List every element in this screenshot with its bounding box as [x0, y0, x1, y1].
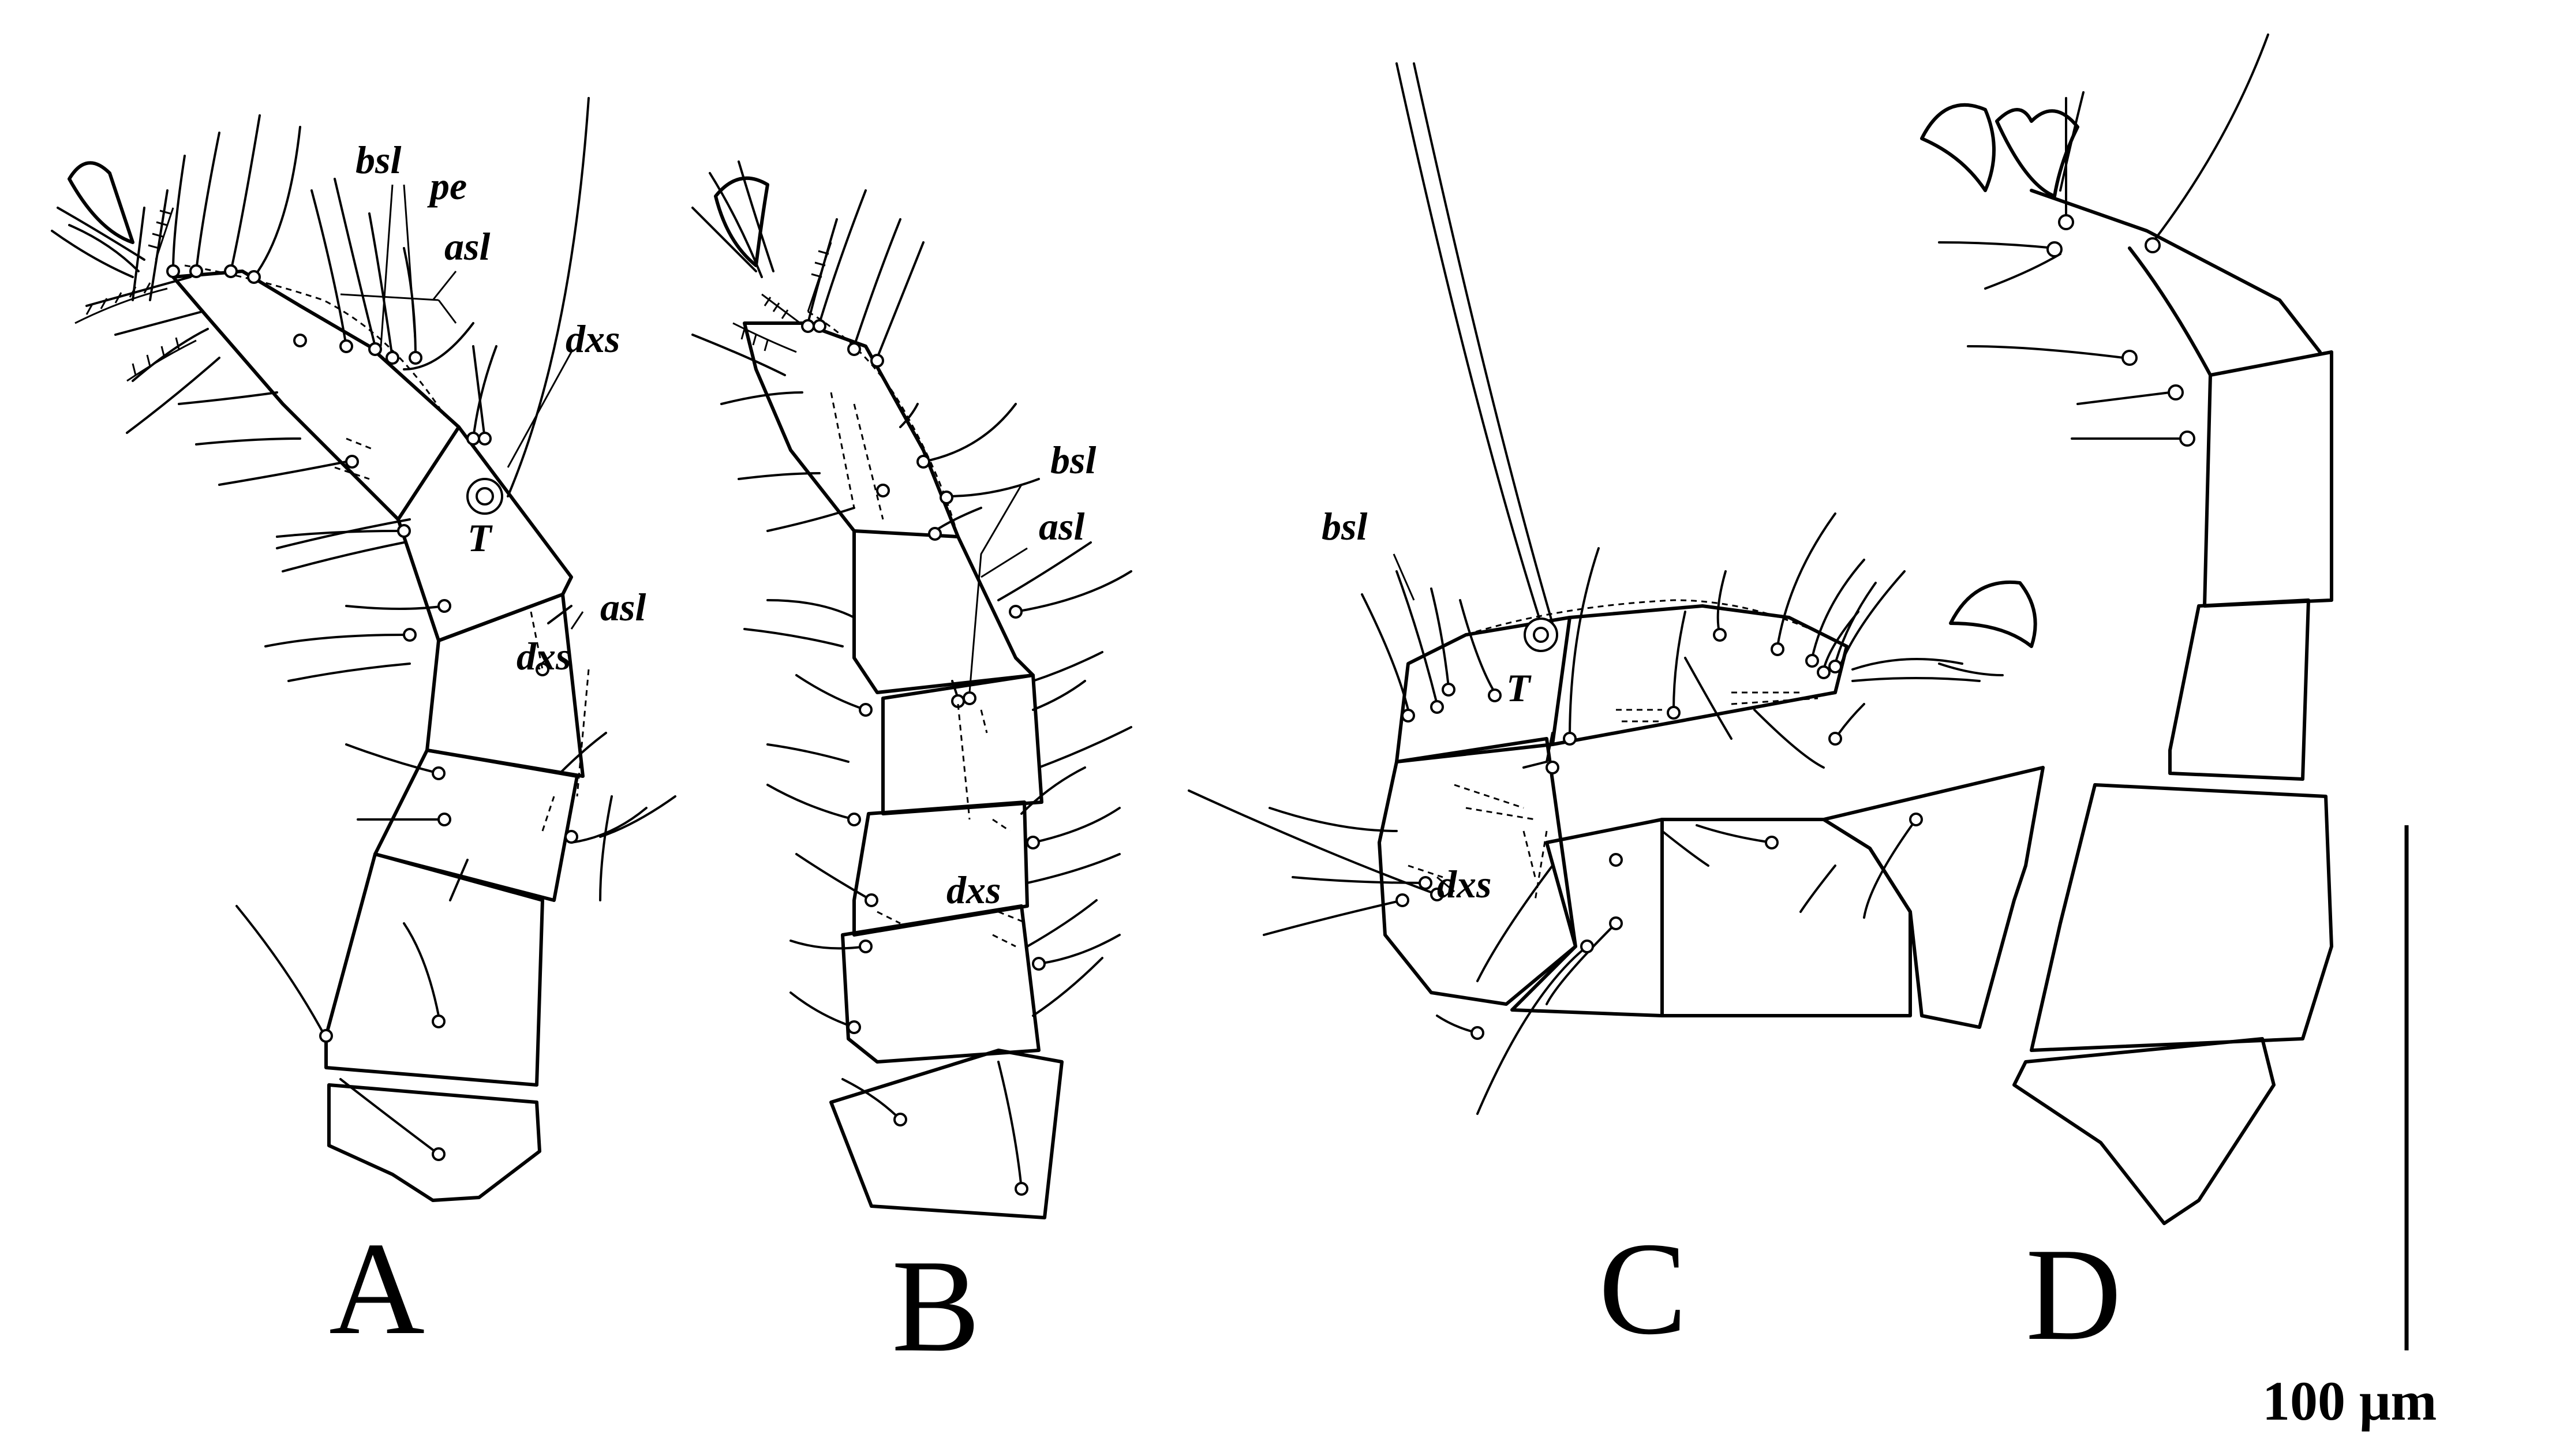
panel-b-tarsus	[743, 321, 960, 538]
panel-b-setal-sockets	[801, 319, 1046, 1196]
panel-c-trochanter	[1660, 818, 1912, 1017]
panel-a-tibia	[425, 593, 585, 778]
panel-a-trochanter	[327, 1083, 541, 1202]
panel-d-tarsus	[2030, 189, 2322, 354]
panel-b-tibia	[881, 673, 1043, 815]
panel-d-tibia	[2203, 350, 2333, 608]
panel-a-label-asl-2: asl	[600, 585, 646, 629]
scale-bar: 100 μm	[2262, 825, 2437, 1432]
panel-b-leader-lines	[968, 484, 1028, 693]
panel-a-tarsus-rim	[184, 264, 446, 416]
panel-b-tarsus-base	[852, 529, 1035, 694]
panel-d-letter: D	[2026, 1221, 2121, 1368]
panel-a-label-bsl: bsl	[356, 138, 401, 182]
panel-c-empodium	[1851, 658, 2004, 682]
panel-d	[1920, 33, 2333, 1225]
panel-c-letter: C	[1599, 1215, 1687, 1362]
panel-b-femur	[841, 904, 1041, 1064]
panel-c-label-dxs: dxs	[1437, 862, 1491, 906]
panel-a-empodium	[51, 207, 145, 278]
panel-c-setae	[1188, 62, 1917, 1115]
panel-b-letter: B	[892, 1232, 980, 1379]
panel-b-genu	[852, 800, 1029, 937]
panel-a-setal-sockets	[166, 264, 578, 1161]
panel-c-tarsus	[1551, 604, 1848, 746]
panel-b-plumose-setae	[732, 242, 832, 353]
panel-d-femur	[2030, 783, 2333, 1052]
panel-b-trochanter	[829, 1049, 1064, 1219]
panel-a-label-asl: asl	[444, 224, 490, 268]
panel-a-setae	[85, 97, 676, 1155]
panel-a-label-pe: pe	[427, 164, 467, 208]
panel-a-claw	[68, 161, 134, 244]
panel-b-label-dxs: dxs	[946, 868, 1001, 912]
panel-d-claw	[1920, 103, 1996, 192]
panel-c-label-bsl: bsl	[1322, 504, 1367, 548]
panel-b-empodium	[691, 160, 774, 278]
panel-a-label-dxs-2: dxs	[517, 634, 571, 678]
panel-c-femur	[1510, 818, 1664, 1017]
panel-d-tarsus-inner	[2128, 246, 2212, 377]
panel-a-tarsus-base	[396, 425, 573, 642]
panel-a-label-T: T	[467, 516, 493, 560]
panel-d-setae	[1938, 33, 2269, 440]
panel-b-label-bsl: bsl	[1050, 438, 1096, 482]
panel-c-leader-lines	[1393, 553, 1455, 893]
panel-b-label-asl: asl	[1039, 504, 1084, 548]
panel-b-internal-setae	[830, 392, 1028, 948]
panel-c-internal-setae	[1408, 691, 1818, 901]
panel-a-letter: A	[329, 1215, 425, 1362]
scale-bar-label: 100 μm	[2262, 1370, 2437, 1432]
panel-c: bsl T dxs C	[1188, 62, 2045, 1362]
panel-c-label-T: T	[1506, 666, 1532, 710]
panel-b: bsl asl dxs B	[691, 160, 1132, 1379]
panel-d-setal-sockets	[2046, 214, 2195, 447]
panel-a-label-dxs: dxs	[566, 317, 620, 361]
panel-d-trochanter	[2012, 1037, 2276, 1225]
panel-a-leader-lines	[340, 184, 584, 630]
panel-a: bsl pe asl dxs T asl dxs A	[51, 97, 676, 1362]
panel-a-femur	[324, 852, 544, 1087]
panel-c-claw	[1949, 580, 2037, 648]
panel-c-setal-sockets	[1395, 628, 1923, 1040]
panel-b-setae	[691, 189, 1132, 1190]
panel-c-tarsus-rim	[1465, 599, 1847, 647]
panel-c-coxa	[1822, 766, 2045, 1029]
panel-b-claw	[714, 176, 769, 267]
panel-d-genu	[2168, 598, 2310, 781]
panel-a-internal-setae	[334, 437, 590, 832]
panel-a-genu	[373, 748, 579, 902]
panel-a-tarsus	[171, 270, 461, 521]
panel-a-plumose-setae	[74, 207, 197, 382]
